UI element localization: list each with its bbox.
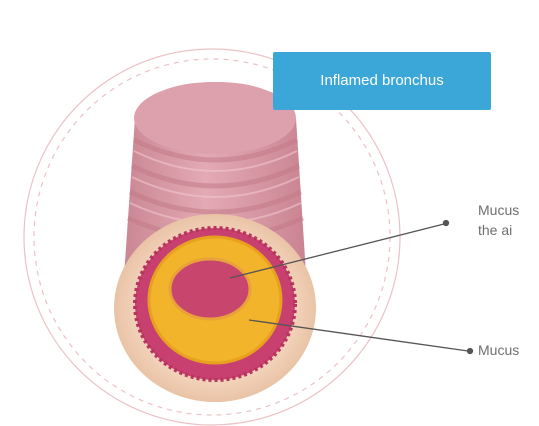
callout-1-line-1: Mucus [478, 200, 539, 220]
callout-1-label: Mucus the ai [478, 200, 539, 240]
callout-2-dot [468, 349, 473, 354]
callout-1-line-2: the ai [478, 220, 539, 240]
callout-1-dot [444, 221, 449, 226]
callout-2-label: Mucus [478, 340, 539, 360]
callout-2-line-1: Mucus [478, 340, 539, 360]
title-label: Inflamed bronchus [273, 52, 491, 110]
bronchus-cross-section [114, 214, 316, 402]
